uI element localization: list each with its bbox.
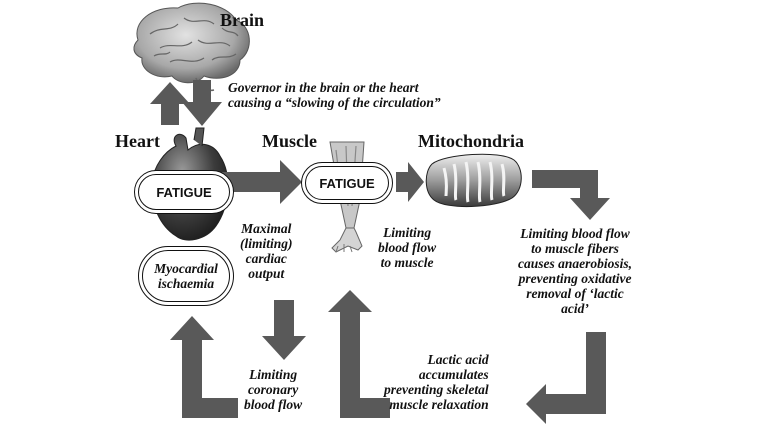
limit-muscle-note: Limiting blood flow to muscle bbox=[378, 225, 437, 270]
arrow-output-to-coronary bbox=[262, 300, 306, 360]
heart-fatigue-label: FATIGUE bbox=[156, 184, 212, 200]
lactic-acid-note: Lactic acid accumulates preventing skele… bbox=[384, 352, 489, 412]
muscle-fatigue-label: FATIGUE bbox=[319, 175, 375, 191]
ischaemia-pill: Myocardial ischaemia bbox=[138, 246, 234, 306]
arrow-anaerobiosis-to-lactic bbox=[526, 332, 606, 424]
arrow-heart-to-muscle bbox=[222, 160, 302, 204]
arrow-lactic-to-muscle bbox=[328, 290, 390, 418]
arrow-heart-to-brain bbox=[150, 82, 190, 125]
ischaemia-label: Myocardial ischaemia bbox=[154, 261, 218, 291]
muscle-fatigue-pill: FATIGUE bbox=[301, 162, 393, 204]
governor-line-1: Governor in the brain or the heart bbox=[228, 80, 419, 95]
heart-fatigue-pill: FATIGUE bbox=[134, 170, 234, 214]
brain-label: Brain bbox=[220, 10, 265, 30]
governor-line-2: causing a “slowing of the circulation” bbox=[228, 95, 441, 110]
ischaemia-line-2: ischaemia bbox=[157, 276, 215, 291]
governor-text: Governor in the brain or the heart causi… bbox=[228, 80, 441, 110]
arrows bbox=[150, 80, 610, 424]
anaerobiosis-note: Limiting blood flow to muscle fibers cau… bbox=[518, 226, 633, 316]
arrow-brain-to-heart bbox=[182, 80, 222, 126]
coronary-note: Limiting coronary blood flow bbox=[244, 367, 303, 412]
brain-icon bbox=[133, 2, 250, 92]
cardiac-output-note: Maximal (limiting) cardiac output bbox=[240, 221, 293, 281]
muscle-label: Muscle bbox=[262, 131, 317, 151]
ischaemia-line-1: Myocardial bbox=[154, 261, 218, 276]
mitochondria-label: Mitochondria bbox=[418, 131, 524, 151]
arrow-coronary-to-ischaemia bbox=[170, 316, 238, 418]
mitochondrion-icon bbox=[425, 153, 522, 207]
heart-label: Heart bbox=[115, 131, 160, 151]
arrow-muscle-to-mito bbox=[396, 162, 424, 202]
arrow-mito-to-anaerobiosis bbox=[532, 170, 610, 220]
